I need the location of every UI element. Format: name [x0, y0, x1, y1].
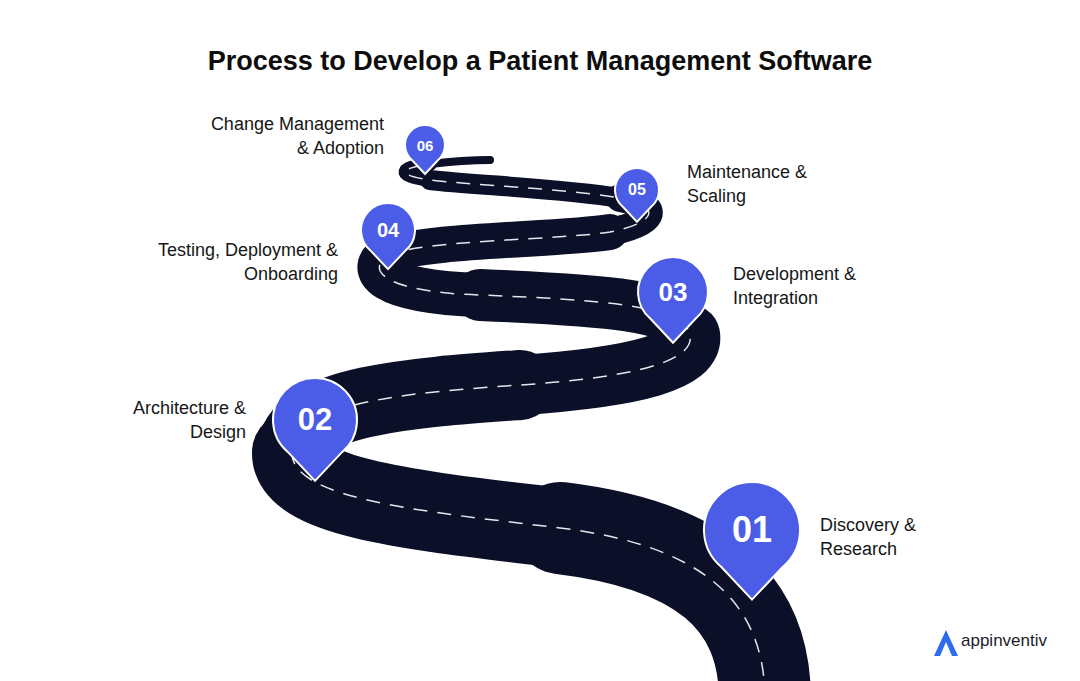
step-number: 02 [273, 378, 357, 462]
step-pin: 03Development & Integration [638, 257, 708, 343]
step-label: Architecture & Design [111, 396, 246, 444]
step-number: 06 [405, 125, 445, 165]
step-label: Development & Integration [733, 262, 878, 310]
step-pin: 05Maintenance & Scaling [615, 168, 659, 222]
road-body [292, 160, 765, 681]
pin-outline [361, 203, 415, 269]
road-segment [520, 335, 690, 385]
watermark: appinventiv [961, 631, 1047, 651]
step-number: 01 [704, 482, 800, 578]
step-label: Discovery & Research [820, 513, 945, 561]
step-number: 05 [615, 168, 659, 212]
step-label: Testing, Deployment & Onboarding [133, 238, 338, 286]
step-label: Change Management & Adoption [198, 112, 384, 160]
step-pin: 01Discovery & Research [704, 482, 800, 600]
pin-outline [638, 257, 708, 343]
step-pin: 04Testing, Deployment & Onboarding [361, 203, 415, 269]
road-centerline [292, 164, 765, 681]
logo-icon [934, 630, 958, 656]
pin-outline [704, 482, 800, 600]
logo-mark [934, 630, 958, 656]
diagram-title: Process to Develop a Patient Management … [0, 44, 1080, 78]
pin-outline [273, 378, 357, 481]
step-number: 04 [361, 203, 415, 257]
step-label: Maintenance & Scaling [687, 160, 832, 208]
step-pin: 02Architecture & Design [273, 378, 357, 481]
step-pin: 06Change Management & Adoption [405, 125, 445, 174]
pin-outline [405, 125, 445, 174]
pin-outline [615, 168, 659, 222]
step-number: 03 [638, 257, 708, 327]
